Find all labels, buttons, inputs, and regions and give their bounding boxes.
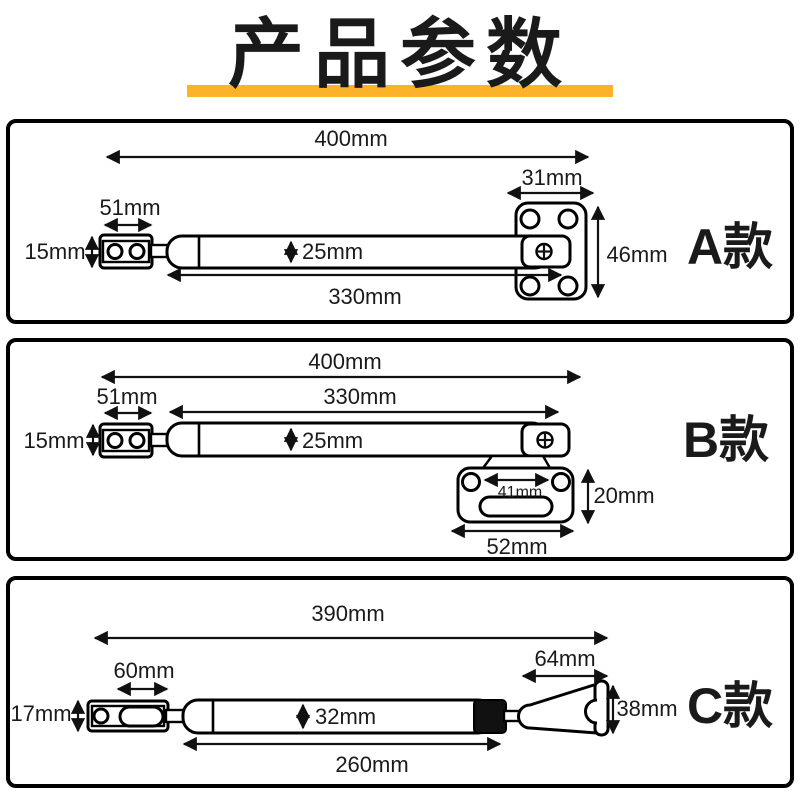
- dim-bracket-height-c: 17mm: [10, 699, 86, 733]
- svg-text:330mm: 330mm: [328, 284, 401, 309]
- panel-variant-b: 400mm 330mm 51mm 15mm 25mm 41mm 20mm 52m…: [6, 338, 794, 561]
- bracket-slot: [118, 705, 165, 728]
- screw-icon: [535, 242, 553, 261]
- dim-base-height-b: 20mm: [580, 468, 655, 525]
- wall-bracket-a: [98, 233, 154, 270]
- bracket-hole: [92, 707, 110, 725]
- screw-icon: [536, 431, 554, 449]
- dim-cone-height-c: 38mm: [605, 684, 678, 735]
- base-slot: [478, 495, 554, 518]
- diagram-variant-b: 400mm 330mm 51mm 15mm 25mm 41mm 20mm 52m…: [23, 349, 769, 557]
- diagram-variant-c: 390mm 60mm 17mm 32mm 64mm 38mm 260mm C款: [10, 601, 773, 777]
- cylinder-tube-a: [149, 234, 572, 270]
- dim-tube-length-a: 330mm: [166, 267, 563, 309]
- svg-text:15mm: 15mm: [23, 428, 84, 453]
- plate-hole: [557, 275, 579, 297]
- diagram-variant-a: 400mm 31mm 51mm 15mm 25mm 330mm 46mm A款: [24, 126, 773, 309]
- dim-tube-diameter-c: 32mm: [295, 703, 376, 730]
- dim-bracket-width-c: 60mm: [113, 658, 175, 697]
- variant-label-a: A款: [687, 219, 773, 275]
- dim-plate-height-a: 46mm: [590, 205, 668, 299]
- panel-variant-c: 390mm 60mm 17mm 32mm 64mm 38mm 260mm C款: [6, 576, 794, 788]
- svg-text:390mm: 390mm: [311, 601, 384, 626]
- svg-text:400mm: 400mm: [314, 126, 387, 151]
- svg-text:60mm: 60mm: [113, 658, 174, 683]
- base-hole: [551, 472, 571, 492]
- wall-bracket-b: [98, 422, 154, 459]
- variant-label-c: C款: [687, 678, 773, 734]
- dim-base-width-b: 52mm: [450, 523, 575, 557]
- svg-text:38mm: 38mm: [616, 696, 677, 721]
- plate-hole: [519, 208, 541, 230]
- variant-label-b: B款: [683, 412, 769, 468]
- svg-text:330mm: 330mm: [323, 384, 396, 409]
- dim-total-length-b: 400mm: [100, 349, 582, 385]
- base-hole: [461, 472, 481, 492]
- dim-hole-spacing-b: 41mm: [483, 472, 550, 501]
- svg-text:41mm: 41mm: [498, 484, 542, 501]
- page-header: 产品参数: [187, 13, 613, 98]
- dim-bracket-height-a: 15mm: [24, 235, 100, 269]
- svg-text:31mm: 31mm: [521, 165, 582, 190]
- bracket-hole: [106, 243, 124, 260]
- svg-text:15mm: 15mm: [24, 239, 85, 264]
- dim-bracket-width-a: 51mm: [99, 195, 161, 233]
- dim-tube-diameter-b: 25mm: [283, 427, 363, 453]
- panel-variant-a: 400mm 31mm 51mm 15mm 25mm 330mm 46mm A款: [6, 119, 794, 324]
- plate-hole: [519, 275, 541, 297]
- tube-end-seal: [473, 699, 507, 734]
- dim-bracket-width-b: 51mm: [96, 384, 158, 421]
- bracket-hole: [106, 432, 124, 449]
- plate-hole: [557, 208, 579, 230]
- dim-plate-width-a: 31mm: [506, 165, 595, 201]
- dim-stroke-length-c: 260mm: [182, 736, 502, 777]
- svg-text:17mm: 17mm: [10, 701, 71, 726]
- svg-text:52mm: 52mm: [486, 534, 547, 557]
- svg-text:260mm: 260mm: [335, 752, 408, 777]
- svg-text:64mm: 64mm: [534, 646, 595, 671]
- cone-end-fitting-c: [517, 679, 610, 737]
- bracket-hole: [128, 432, 146, 449]
- cylinder-tube-b: [149, 421, 571, 458]
- svg-text:20mm: 20mm: [593, 483, 654, 508]
- dim-total-length-a: 400mm: [105, 126, 590, 165]
- dim-tube-diameter-a: 25mm: [283, 239, 363, 264]
- dim-cone-length-c: 64mm: [521, 646, 609, 684]
- dim-tube-length-b: 330mm: [168, 384, 560, 420]
- svg-text:25mm: 25mm: [302, 239, 363, 264]
- dim-bracket-height-b: 15mm: [23, 423, 101, 457]
- svg-text:51mm: 51mm: [96, 384, 157, 409]
- svg-text:51mm: 51mm: [99, 195, 160, 220]
- svg-text:25mm: 25mm: [302, 428, 363, 453]
- wall-bracket-c: [86, 699, 170, 733]
- svg-text:32mm: 32mm: [315, 704, 376, 729]
- svg-text:400mm: 400mm: [308, 349, 381, 374]
- page-title: 产品参数: [228, 13, 572, 98]
- title-underline-bar: [187, 85, 613, 97]
- cylinder-tube-c: [164, 698, 530, 735]
- base-connector: [480, 454, 553, 470]
- cone-socket: [584, 698, 598, 725]
- dim-total-length-c: 390mm: [93, 601, 609, 646]
- bracket-hole: [128, 243, 146, 260]
- svg-text:46mm: 46mm: [606, 242, 667, 267]
